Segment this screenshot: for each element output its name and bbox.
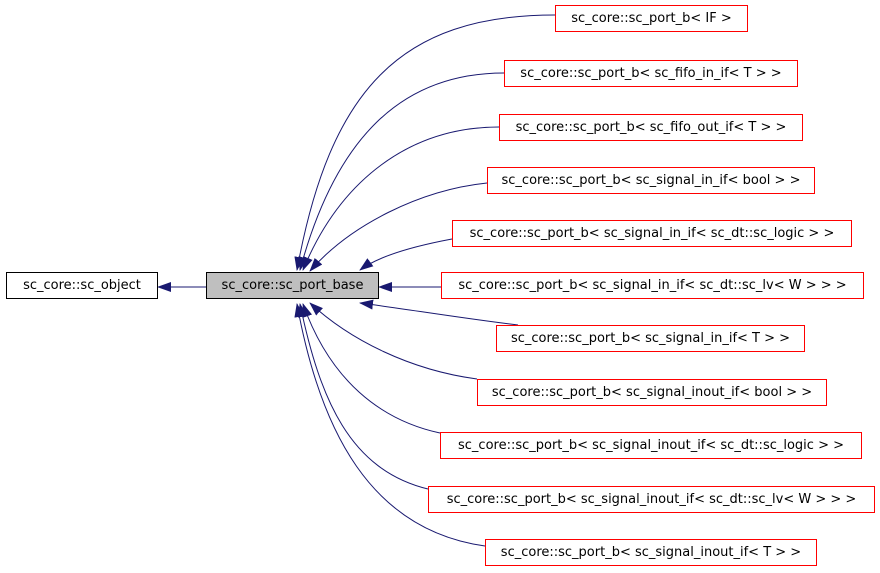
class-node-port-b-signal-in-if-bool[interactable]: sc_core::sc_port_b< sc_signal_in_if< boo… <box>487 167 815 194</box>
class-node-sc-port-base: sc_core::sc_port_base <box>206 272 379 299</box>
class-node-port-b-signal-in-if-sc-logic[interactable]: sc_core::sc_port_b< sc_signal_in_if< sc_… <box>452 220 852 247</box>
class-node-sc-object[interactable]: sc_core::sc_object <box>6 272 158 299</box>
edge-derived-4 <box>359 238 453 271</box>
class-node-port-b-signal-inout-if-sc-logic[interactable]: sc_core::sc_port_b< sc_signal_inout_if< … <box>440 432 862 459</box>
class-node-port-b-fifo-out-if[interactable]: sc_core::sc_port_b< sc_fifo_out_if< T > … <box>499 114 803 141</box>
class-node-port-b-fifo-in-if[interactable]: sc_core::sc_port_b< sc_fifo_in_if< T > > <box>504 60 798 87</box>
edge-derived-6 <box>359 299 519 326</box>
class-node-port-b-signal-inout-if-bool[interactable]: sc_core::sc_port_b< sc_signal_inout_if< … <box>477 379 827 406</box>
edge-derived-1 <box>298 72 505 271</box>
class-node-port-b-signal-in-if-sc-lv[interactable]: sc_core::sc_port_b< sc_signal_in_if< sc_… <box>441 272 864 299</box>
class-node-port-b-signal-in-if-t[interactable]: sc_core::sc_port_b< sc_signal_in_if< T >… <box>496 325 805 352</box>
edge-derived-8 <box>302 303 441 434</box>
edge-derived-0 <box>294 14 556 271</box>
edge-derived-2 <box>302 126 500 271</box>
class-node-port-b-signal-inout-if-t[interactable]: sc_core::sc_port_b< sc_signal_inout_if< … <box>485 539 817 566</box>
edge-derived-9 <box>297 303 429 490</box>
class-node-port-b-if[interactable]: sc_core::sc_port_b< IF > <box>555 5 748 32</box>
edge-derived-7 <box>309 302 478 380</box>
edge-derived-10 <box>294 303 486 547</box>
edge-derived-3 <box>309 182 488 272</box>
class-node-port-b-signal-inout-if-sc-lv[interactable]: sc_core::sc_port_b< sc_signal_inout_if< … <box>428 486 875 513</box>
